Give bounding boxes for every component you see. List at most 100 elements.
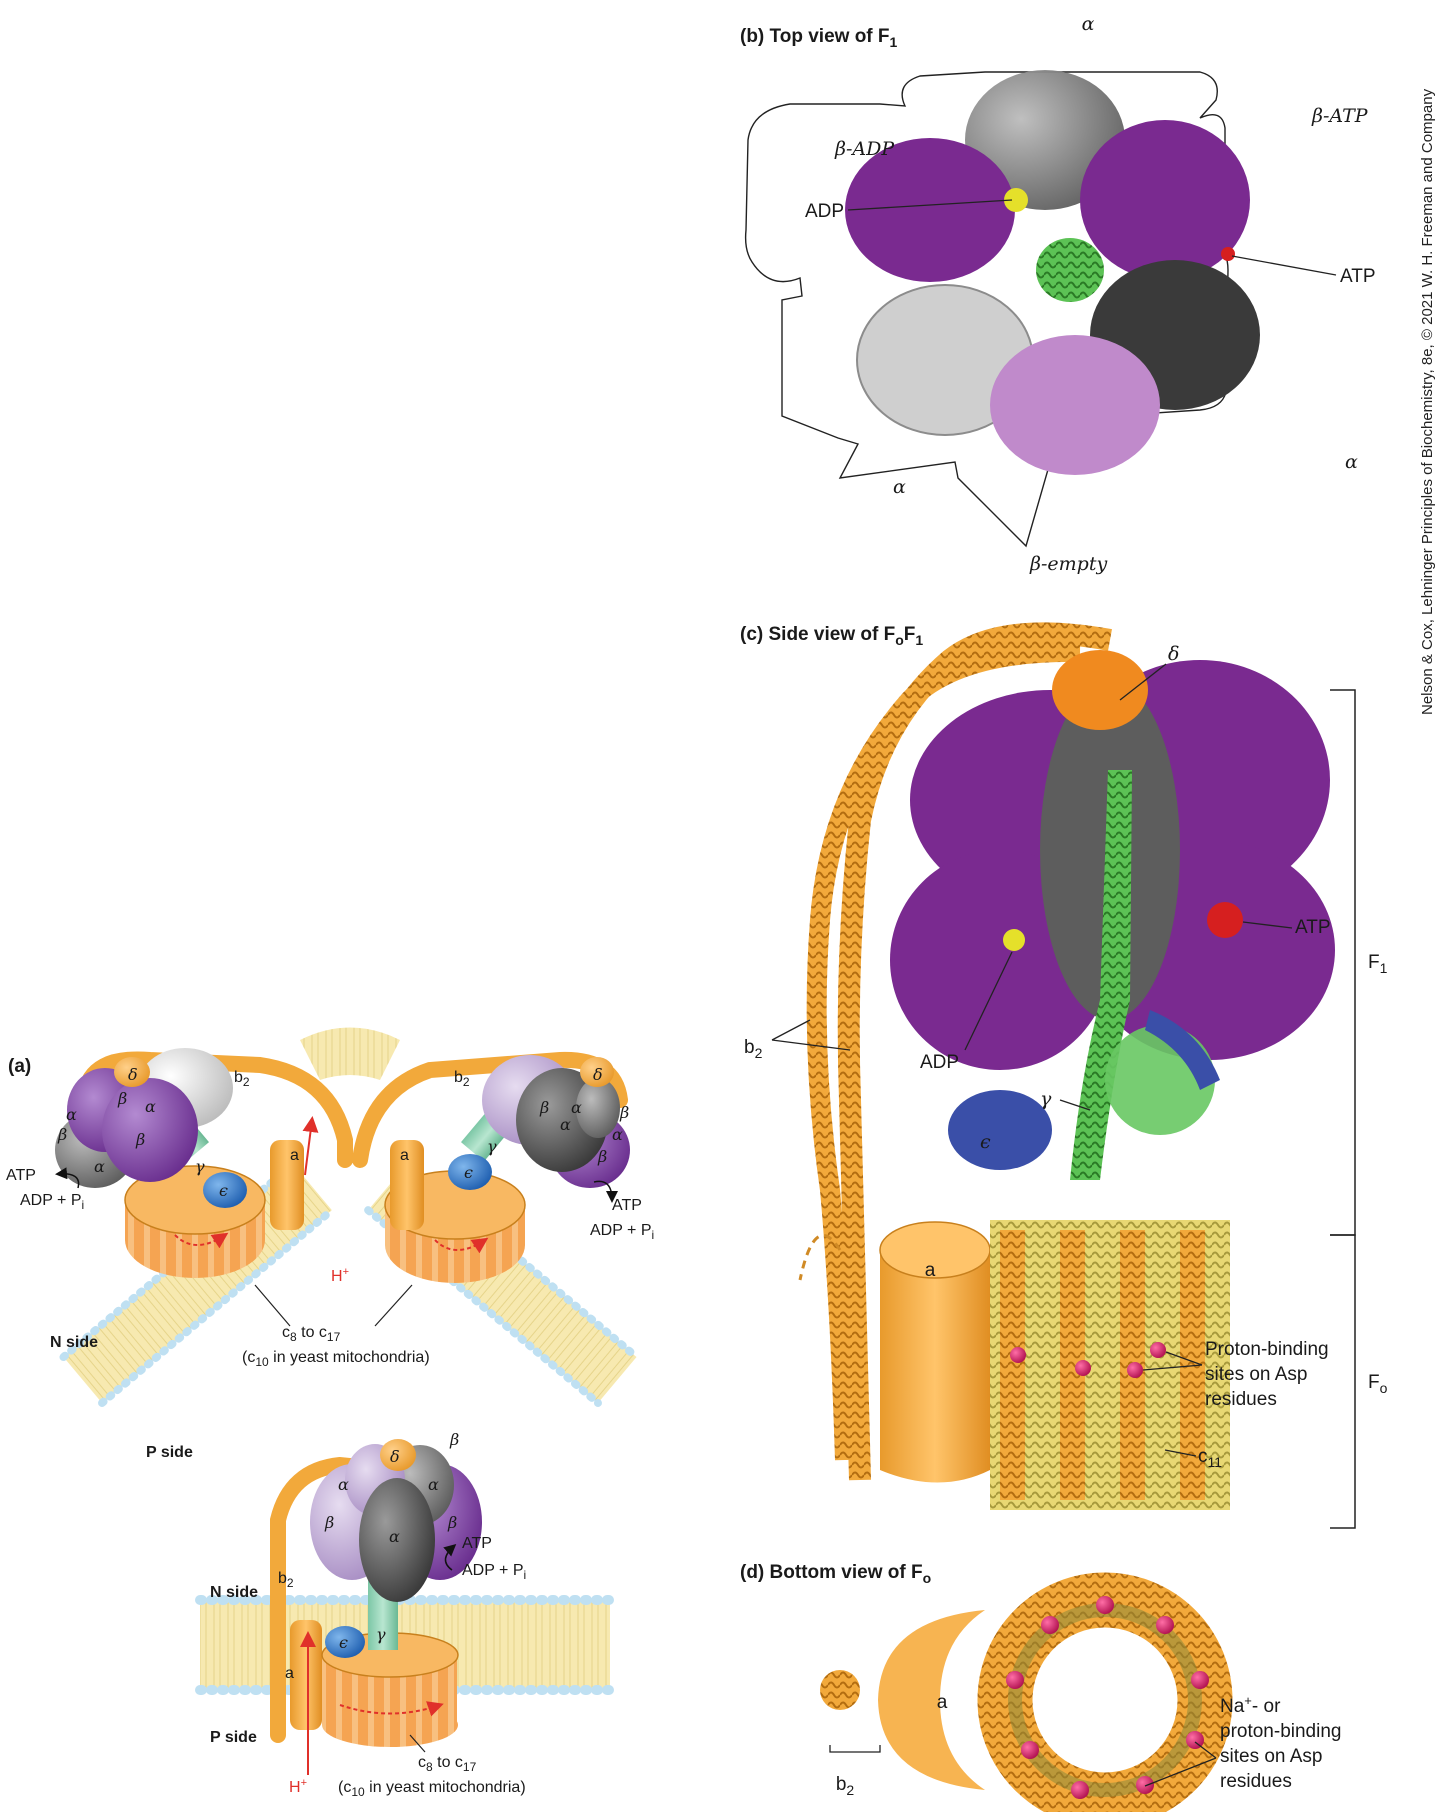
proton-site	[1150, 1342, 1166, 1358]
a-label-alpha-b2: α	[428, 1475, 439, 1494]
a-label-n-side-b: N side	[210, 1584, 258, 1601]
synthase-left	[55, 1048, 353, 1278]
arrow-atp-bottom	[443, 1544, 457, 1571]
b2-helix-1	[837, 622, 1112, 1481]
gamma-subunit-top	[1036, 238, 1104, 302]
label-sites-1: Na+- or	[1220, 1693, 1281, 1717]
blue-loop	[1145, 1010, 1220, 1090]
a-label-c-ring-b: c8 to c17	[418, 1754, 477, 1774]
proton-site	[1071, 1781, 1089, 1799]
b2-leader-1	[771, 1019, 811, 1041]
a-label-a-left: a	[290, 1147, 299, 1164]
panel-c: (c) Side view of FoF1	[740, 622, 1388, 1529]
subunit-a-cylinder	[880, 1250, 990, 1483]
a-label-delta-r: δ	[593, 1065, 603, 1084]
a-label-h-plus-bottom: H+	[289, 1777, 307, 1796]
label-proton-sites-1: Proton-binding	[1205, 1339, 1329, 1360]
label-proton-sites-3: residues	[1205, 1389, 1277, 1410]
delta-left	[114, 1057, 150, 1087]
c-ring-leader-left	[254, 1284, 291, 1327]
epsilon-subunit	[948, 1090, 1052, 1170]
label-b2-side: b2	[744, 1037, 763, 1061]
rotation-arrow-left	[174, 1232, 229, 1249]
a-label-n-side: N side	[50, 1334, 98, 1351]
label-atp-side: ATP	[1295, 917, 1331, 938]
f1-top-view-structure	[845, 70, 1260, 475]
label-adp: ADP	[805, 201, 844, 222]
c11-leader	[1164, 1449, 1197, 1457]
gamma-stalk	[1070, 770, 1132, 1180]
b2-leader-2	[771, 1039, 851, 1051]
subunit-a-crescent	[878, 1610, 985, 1790]
membrane-top-middle	[300, 1027, 400, 1080]
a-label-alpha-1: α	[66, 1105, 77, 1124]
panel-d-title: (d) Bottom view of Fo	[740, 1562, 931, 1586]
delta-subunit	[1052, 650, 1148, 730]
a-label-alpha-r1: α	[571, 1098, 582, 1117]
atp-molecule	[1221, 247, 1235, 261]
label-alpha-right: α	[1345, 451, 1358, 473]
panel-b: (b) Top view of F1 α β-ATP β-ADP ADP ATP…	[740, 13, 1376, 575]
label-atp: ATP	[1340, 266, 1376, 287]
subunit-a-left	[270, 1140, 304, 1230]
fo-motor	[879, 1220, 1230, 1510]
sites-leader-2	[1194, 1741, 1217, 1759]
label-sites-2: proton-binding	[1220, 1721, 1341, 1742]
beta-atp-subunit	[1080, 120, 1250, 280]
a-label-beta-2: β	[117, 1089, 127, 1108]
a-label-p-side-b: P side	[210, 1729, 257, 1746]
a-label-adp-right: ADP + Pi	[590, 1222, 654, 1242]
a-label-beta-3: β	[135, 1130, 145, 1149]
a-label-c-ring-yeast: (c10 in yeast mitochondria)	[242, 1349, 430, 1369]
label-c11: c11	[1198, 1446, 1222, 1470]
epsilon-bottom	[325, 1626, 365, 1658]
synthase-bottom	[195, 1439, 615, 1775]
a-label-p-side: P side	[146, 1444, 193, 1461]
c-ring-bottom	[977, 1572, 1233, 1817]
a-label-beta-b0: β	[449, 1430, 459, 1449]
adp-molecule-side	[1003, 929, 1025, 951]
beta-empty-subunit	[990, 335, 1160, 475]
label-beta-adp: β-ADP	[834, 138, 895, 160]
c-ring-leader-bottom	[409, 1734, 426, 1753]
a-label-beta-1: β	[57, 1125, 67, 1144]
c-ring-inner	[1008, 1603, 1202, 1797]
panel-d: (d) Bottom view of Fo b2 a Na+- or proto…	[740, 1562, 1341, 1817]
c-ring-orange-1	[1000, 1230, 1025, 1500]
panel-c-title: (c) Side view of FoF1	[740, 624, 923, 648]
a-label-h-plus-top: H+	[331, 1266, 349, 1285]
beta-left-front	[102, 1078, 198, 1182]
label-a-side: a	[925, 1260, 936, 1281]
adp-side-leader	[964, 951, 1013, 1051]
proton-sites-ring	[1006, 1596, 1209, 1799]
epsilon-right	[448, 1154, 492, 1190]
a-label-b2-left: b2	[234, 1069, 250, 1089]
b2-arm-bottom	[270, 1456, 398, 1743]
delta-bottom	[380, 1439, 416, 1471]
rotation-arrow-bottom	[339, 1701, 444, 1717]
label-f1: F1	[1368, 952, 1388, 976]
a-label-epsilon-b: ϵ	[339, 1633, 348, 1652]
a-label-delta-b: δ	[390, 1447, 400, 1466]
a-label-gamma-b: γ	[376, 1625, 386, 1644]
label-beta-atp: β-ATP	[1311, 105, 1369, 127]
label-sites-4: residues	[1220, 1771, 1292, 1792]
a-label-a-bottom: a	[285, 1665, 294, 1682]
a-label-beta-b1: β	[324, 1513, 334, 1532]
a-label-gamma-r: γ	[487, 1137, 497, 1156]
a-label-b2-right: b2	[454, 1069, 470, 1089]
label-alpha-left: α	[893, 476, 906, 498]
a-label-epsilon-1: ϵ	[219, 1181, 228, 1200]
arrow-atp-right	[593, 1180, 618, 1203]
adp-leader	[847, 199, 1013, 211]
proton-site	[1127, 1362, 1143, 1378]
b2-bracket	[829, 1745, 881, 1753]
label-fo: Fo	[1368, 1372, 1388, 1396]
rotation-arrow-right	[434, 1237, 489, 1254]
proton-site	[1136, 1776, 1154, 1794]
a-label-atp-left: ATP	[6, 1167, 36, 1184]
a-label-adp-bottom: ADP + Pi	[462, 1562, 526, 1582]
proton-path-left	[302, 1116, 319, 1176]
